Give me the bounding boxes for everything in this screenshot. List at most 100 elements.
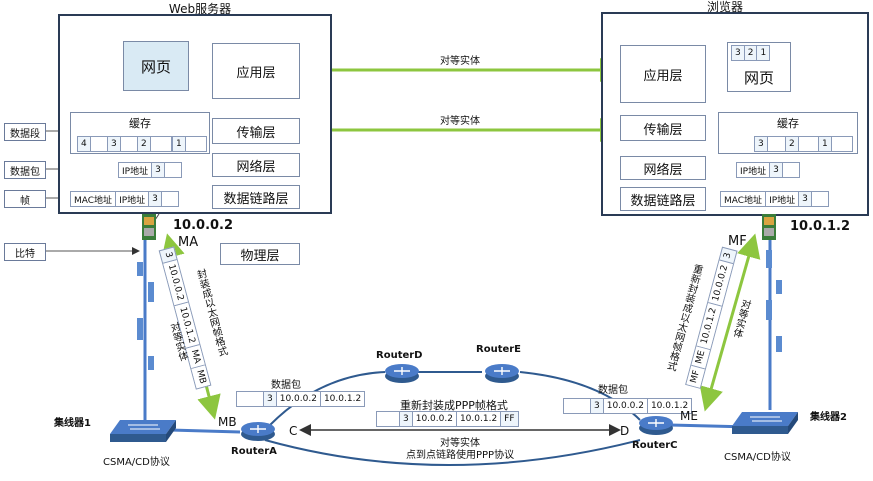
ppp-label: 重新封装成PPP帧格式 (400, 399, 508, 412)
browser-port: MF (728, 234, 747, 249)
port-mb: MB (218, 415, 237, 429)
nic-card-right-icon (762, 214, 776, 240)
ppp-cell: 10.0.1.2 (456, 412, 502, 426)
browser-cache-cell-3: 3 (754, 136, 789, 152)
ppp-cell: 10.0.0.2 (412, 412, 457, 426)
port-me: ME (680, 409, 698, 423)
ip-label: IP地址 (119, 163, 153, 177)
hub-2-icon (732, 412, 798, 434)
hub1-routerA-cable (169, 428, 241, 434)
browser-cache-cell-1: 1 (818, 136, 853, 152)
router-a-label: RouterA (231, 446, 277, 457)
router-e-label: RouterE (476, 344, 522, 355)
ppp-peer-label: 对等实体 (440, 438, 480, 449)
side-label-frame: 帧 (4, 190, 46, 208)
hub-1-label: 集线器1 (54, 418, 91, 429)
web-server-webpage: 网页 (123, 41, 189, 91)
router-c-icon (639, 416, 673, 435)
cache-cell: 4 (78, 137, 91, 151)
packet-cell: 10.0.0.2 (603, 399, 648, 413)
packet-cell: 3 (591, 399, 604, 413)
packet-cell: 10.0.1.2 (647, 399, 692, 413)
cache-cell: 3 (755, 137, 768, 151)
web-server-datalink-layer: 数据链路层 (212, 185, 300, 209)
web-server-title: Web服务器 (168, 2, 232, 16)
ip-num: 3 (770, 163, 783, 177)
web-server-cache-cell-4: 4 (77, 136, 112, 152)
mac-label: MAC地址 (721, 192, 767, 206)
browser-network-layer: 网络层 (620, 156, 706, 180)
page-cell: 1 (760, 48, 767, 58)
ip-num: 3 (152, 163, 165, 177)
ppp-note: 点到点链路使用PPP协议 (406, 450, 515, 461)
browser-datalink-layer: 数据链路层 (620, 187, 706, 211)
web-server-physical-layer: 物理层 (220, 243, 300, 265)
side-label-bits: 比特 (4, 243, 46, 261)
port-c: C (289, 424, 298, 438)
side-label-segment: 数据段 (4, 123, 46, 141)
cache-cell: 2 (786, 137, 799, 151)
port-d: D (620, 424, 630, 438)
browser-cache-cell-2: 2 (785, 136, 820, 152)
web-server-cache-cell-1: 1 (172, 136, 207, 152)
packet-left-label: 数据包 (271, 380, 301, 391)
hub-1-icon (110, 420, 176, 442)
page-cell: 2 (745, 46, 758, 60)
nic-card-left-icon (142, 214, 156, 240)
web-server-cache-cell-2: 2 (137, 136, 172, 152)
web-server-port: MA (178, 235, 199, 250)
routerA-routerC-link (264, 439, 641, 466)
browser-title: 浏览器 (706, 0, 743, 14)
cache-cell: 1 (173, 137, 186, 151)
frame-cell: MF (686, 364, 706, 388)
packet-cell: 10.0.0.2 (276, 392, 321, 406)
mac-num: 3 (799, 192, 812, 206)
browser-transport-layer: 传输层 (620, 115, 706, 141)
browser-cache-label: 缓存 (777, 117, 799, 130)
browser-ip-address: 10.0.1.2 (790, 219, 851, 234)
browser-app-layer: 应用层 (620, 45, 706, 103)
transport-peer-label: 对等实体 (440, 116, 480, 127)
protocol-right: CSMA/CD协议 (724, 452, 791, 463)
app-peer-label: 对等实体 (440, 56, 480, 67)
ip-label: IP地址 (737, 163, 771, 177)
packet-cell: 10.0.1.2 (320, 392, 365, 406)
router-d-icon (385, 364, 419, 383)
router-d-label: RouterD (376, 350, 423, 361)
packet-cell: 3 (264, 392, 277, 406)
browser-webpage: 网页 (743, 69, 774, 87)
protocol-left: CSMA/CD协议 (103, 457, 170, 468)
router-e-icon (485, 364, 519, 383)
mac-ip-label: IP地址 (766, 192, 800, 206)
page-cell: 3 (732, 46, 745, 60)
web-server-ip-address: 10.0.0.2 (173, 218, 234, 233)
cache-cell: 2 (138, 137, 151, 151)
mac-num: 3 (149, 192, 162, 206)
cache-cell: 3 (108, 137, 121, 151)
mac-ip-label: IP地址 (116, 192, 150, 206)
frame-cell: ME (691, 345, 711, 369)
cache-cell: 1 (819, 137, 832, 151)
web-server-network-layer: 网络层 (212, 153, 300, 177)
mac-label: MAC地址 (71, 192, 117, 206)
web-server-cache-label: 缓存 (129, 117, 151, 130)
ppp-cell: 3 (400, 412, 413, 426)
web-server-app-layer: 应用层 (212, 43, 300, 99)
right-peer-arrow (699, 233, 761, 412)
ppp-cell: FF (504, 414, 515, 424)
hub-2-label: 集线器2 (810, 412, 847, 423)
router-c-label: RouterC (632, 440, 678, 451)
side-label-packet: 数据包 (4, 161, 46, 179)
routerA-routerD-link (269, 371, 386, 426)
packet-right-label: 数据包 (598, 385, 628, 396)
router-a-icon (241, 422, 275, 441)
